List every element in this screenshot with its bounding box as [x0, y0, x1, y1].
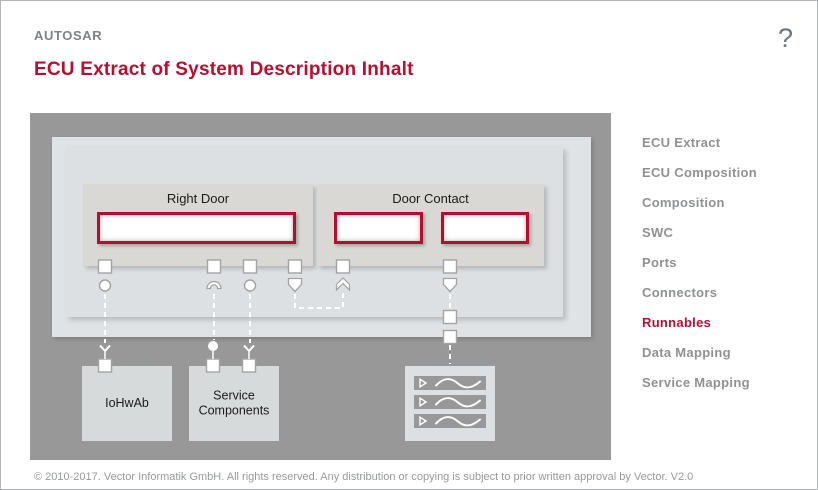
- sidebar-item-service-mapping[interactable]: Service Mapping: [642, 375, 750, 390]
- pport-ball-icon: [208, 341, 218, 351]
- socket-vee-icon: [99, 344, 111, 353]
- runnable-prototype-rect: [441, 212, 529, 244]
- signal-wave-icon: [435, 397, 481, 408]
- sidebar-item-swc[interactable]: SWC: [642, 225, 674, 240]
- runnable-row: [414, 376, 486, 390]
- help-icon[interactable]: ?: [777, 23, 793, 53]
- iohwab-label: IoHwAb: [105, 395, 149, 410]
- runnable-prototype-rect: [97, 212, 296, 244]
- service-components-box: Service Components: [189, 366, 279, 441]
- runnable-row: [414, 414, 486, 428]
- signal-wave-icon: [435, 416, 481, 427]
- service-components-label: Service Components: [198, 387, 270, 418]
- diagram-canvas: Right Door Door Contact IoHwAb Service C…: [30, 113, 611, 460]
- swc-door-contact-title: Door Contact: [392, 191, 469, 206]
- sidebar-item-ecu-composition[interactable]: ECU Composition: [642, 165, 757, 180]
- swc-right-door: Right Door: [83, 184, 313, 266]
- runnable-trigger-icon: [419, 377, 428, 389]
- socket-vee-icon: [243, 344, 255, 353]
- sidebar-item-composition[interactable]: Composition: [642, 195, 725, 210]
- sidebar-item-connectors[interactable]: Connectors: [642, 285, 718, 300]
- iohwab-box: IoHwAb: [82, 366, 172, 441]
- swc-door-contact: Door Contact: [317, 184, 544, 266]
- runnable-trigger-icon: [419, 396, 428, 408]
- runnables-box: [405, 366, 495, 441]
- autosar-brand: AUTOSAR: [34, 28, 103, 43]
- copyright-text: © 2010-2017. Vector Informatik GmbH. All…: [34, 471, 694, 483]
- swc-right-door-title: Right Door: [166, 191, 230, 206]
- sidebar-item-runnables[interactable]: Runnables: [642, 315, 712, 330]
- sidebar-item-ecu-extract[interactable]: ECU Extract: [642, 135, 721, 150]
- page-title: ECU Extract of System Description Inhalt: [34, 59, 414, 80]
- runnable-trigger-icon: [419, 415, 428, 427]
- runnable-row: [414, 395, 486, 409]
- runnable-prototype-rect: [334, 212, 423, 244]
- sidebar: ECU Extract ECU Composition Composition …: [642, 128, 802, 398]
- sidebar-item-ports[interactable]: Ports: [642, 255, 677, 270]
- connector-ends: [99, 344, 255, 359]
- sidebar-item-data-mapping[interactable]: Data Mapping: [642, 345, 731, 360]
- signal-wave-icon: [435, 378, 481, 389]
